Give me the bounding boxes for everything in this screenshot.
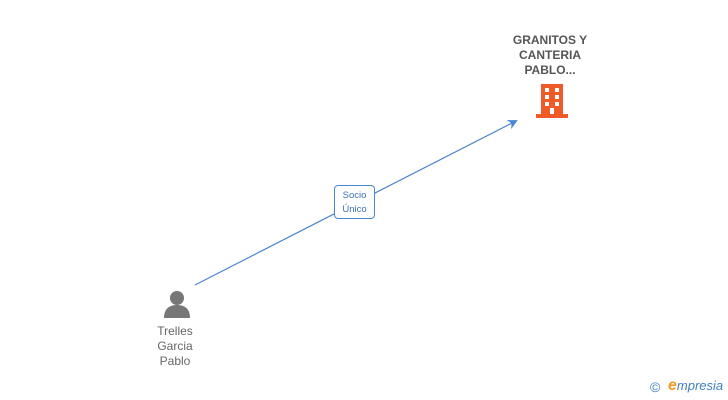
empresia-logo[interactable]: empresia	[668, 378, 723, 394]
brand-initial: e	[668, 377, 677, 394]
building-icon[interactable]	[535, 83, 569, 119]
person-icon[interactable]	[162, 289, 192, 319]
company-name-line-1: GRANITOS Y	[512, 33, 588, 47]
person-name-line-2: Garcia	[157, 339, 193, 353]
company-name[interactable]: GRANITOS Y CANTERIA PABLO...	[480, 33, 620, 78]
company-name-line-2: CANTERIA	[519, 48, 581, 62]
relationship-label[interactable]: Socio Único	[334, 185, 375, 219]
relationship-label-line-2: Único	[342, 204, 367, 215]
person-name-line-3: Pablo	[159, 354, 191, 368]
relationship-label-line-1: Socio	[342, 190, 367, 201]
company-name-line-3: PABLO...	[524, 63, 576, 77]
person-name-line-1: Trelles	[157, 324, 193, 338]
copyright-icon: ©	[650, 379, 661, 395]
brand-rest: mpresia	[676, 378, 724, 393]
person-name[interactable]: Trelles Garcia Pablo	[130, 324, 220, 369]
